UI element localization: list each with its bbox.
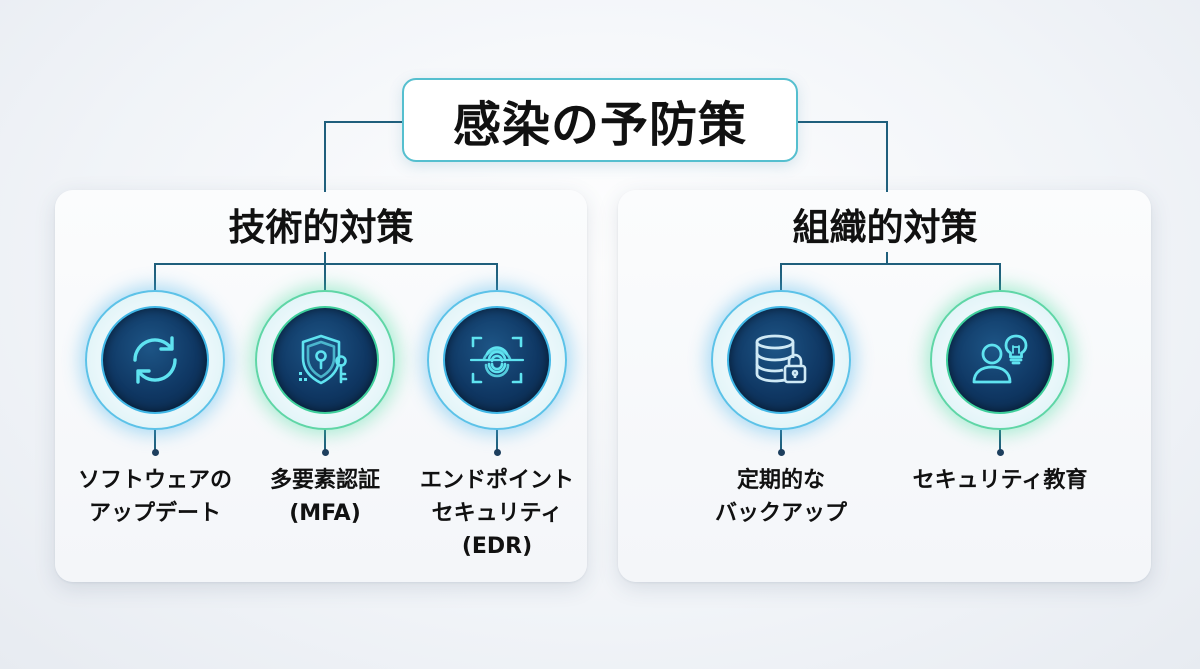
edr-node [427, 290, 567, 430]
fingerprint-scan-icon [469, 336, 525, 384]
mfa-label: 多要素認証 (MFA) [269, 468, 380, 526]
software-update-label: ソフトウェアの アップデート [77, 468, 232, 526]
connector-dot [151, 448, 159, 456]
connector-title-left [324, 121, 402, 192]
organizational-measures-heading: 組織的対策 [792, 206, 978, 249]
edr-label: エンドポイント セキュリティ (EDR) [419, 468, 574, 559]
user-lightbulb-icon [972, 334, 1028, 384]
connector-dot [777, 448, 785, 456]
technical-measures-heading: 技術的対策 [228, 206, 414, 249]
security-education-label: セキュリティ教育 [912, 468, 1088, 493]
database-lock-icon [755, 334, 807, 384]
connector-dot [321, 448, 329, 456]
connector-title-right [798, 121, 888, 192]
software-update-node [85, 290, 225, 430]
connector-dot [996, 448, 1004, 456]
backup-label: 定期的な バックアップ [714, 468, 847, 526]
main-title: 感染の予防策 [452, 97, 747, 153]
refresh-icon [133, 336, 177, 384]
connector-dot [493, 448, 501, 456]
security-education-node [930, 290, 1070, 430]
main-title-box: 感染の予防策 [402, 78, 798, 162]
backup-node [711, 290, 851, 430]
shield-key-icon [299, 334, 348, 385]
mfa-node [255, 290, 395, 430]
